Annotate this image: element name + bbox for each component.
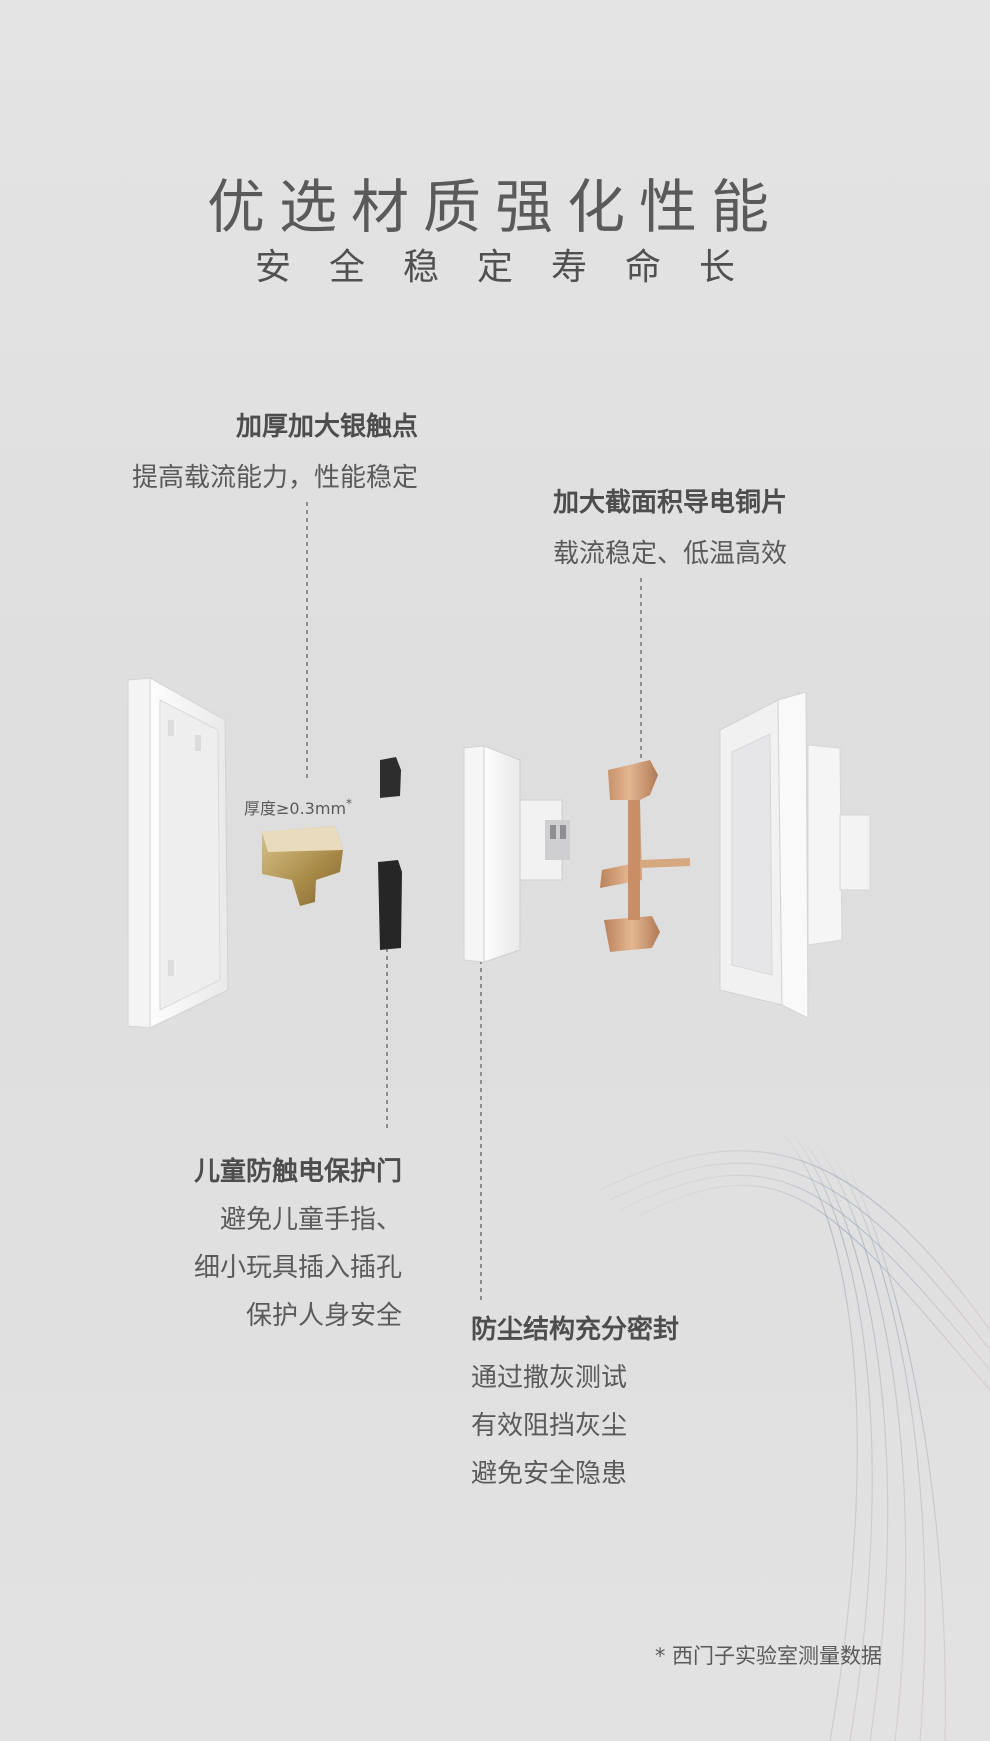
callout-title: 防尘结构充分密封 [471, 1315, 680, 1345]
callout-dust-seal: 防尘结构充分密封 通过撒灰测试 有效阻挡灰尘 避免安全隐患 [471, 1306, 679, 1498]
silver-contact [262, 826, 343, 906]
callout-copper-conductor: 加大截面积导电铜片 载流稳定、低温高效 [553, 482, 787, 570]
callout-line: 有效阻挡灰尘 [471, 1411, 628, 1441]
callout-title: 加厚加大银触点 [235, 412, 418, 442]
page-subtitle: 安全稳定寿命长 [254, 247, 773, 288]
middle-module [463, 745, 570, 963]
callout-line: 提高载流能力，性能稳定 [131, 463, 418, 493]
front-frame [127, 677, 229, 1029]
thickness-asterisk: * [346, 796, 353, 811]
callout-child-protection: 儿童防触电保护门 避免儿童手指、 细小玩具插入插孔 保护人身安全 [194, 1148, 402, 1340]
callout-silver-contact: 加厚加大银触点 提高载流能力，性能稳定 [132, 406, 418, 494]
callout-title: 儿童防触电保护门 [193, 1157, 402, 1187]
callout-line: 细小玩具插入插孔 [193, 1253, 402, 1283]
shutter-parts [378, 757, 402, 950]
callout-line: 保护人身安全 [245, 1301, 402, 1331]
callout-title: 加大截面积导电铜片 [553, 488, 788, 518]
leader-lines [306, 502, 642, 1300]
back-base [719, 691, 871, 1019]
decorative-wave [599, 1129, 990, 1741]
thickness-text: 厚度≥0.3mm [244, 799, 347, 818]
thickness-label: 厚度≥0.3mm* [244, 795, 352, 819]
callout-line: 避免儿童手指、 [219, 1205, 402, 1235]
footnote: * 西门子实验室测量数据 [654, 1644, 882, 1668]
callout-line: 避免安全隐患 [471, 1459, 628, 1489]
callout-line: 通过撒灰测试 [471, 1363, 628, 1393]
copper-conductor [600, 760, 690, 952]
callout-line: 载流稳定、低温高效 [553, 539, 788, 569]
page-title: 优选材质强化性能 [206, 173, 783, 241]
